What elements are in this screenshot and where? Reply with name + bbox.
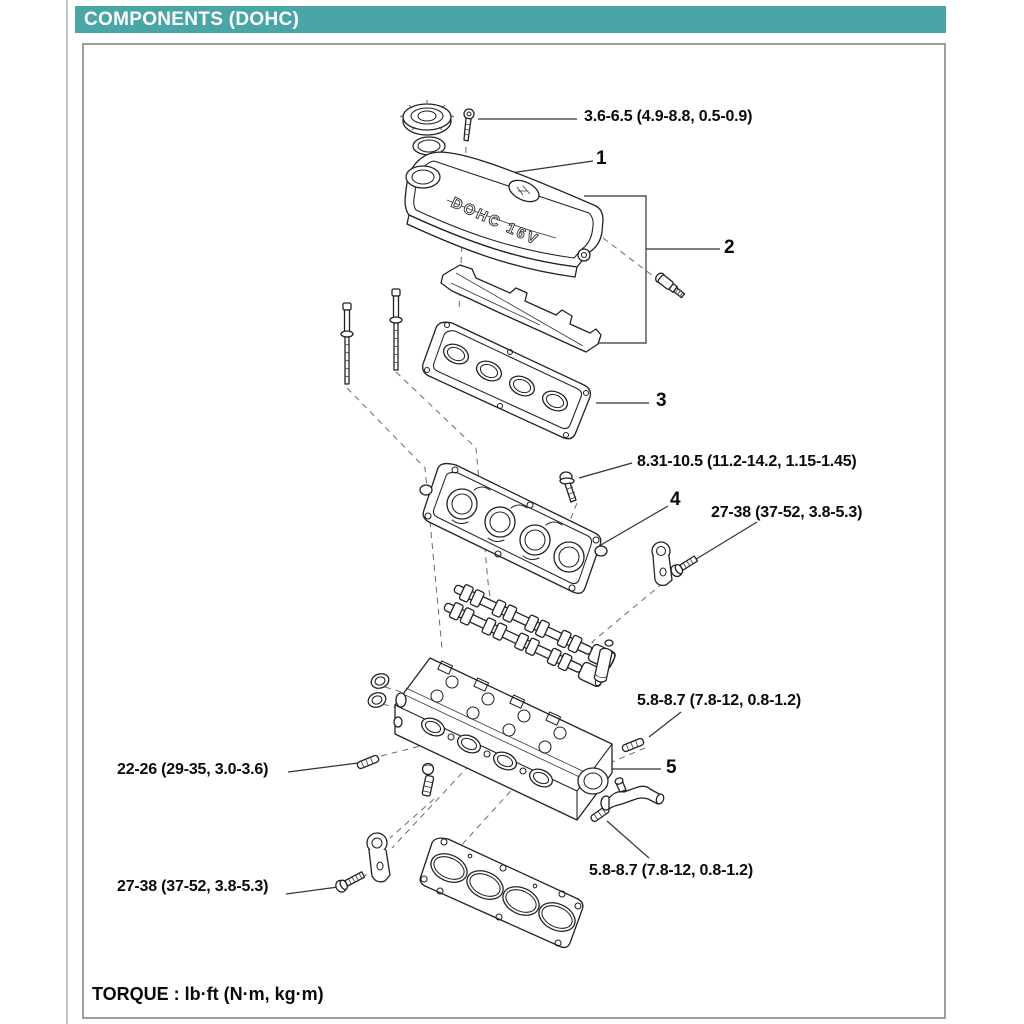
cylinder-head-gasket (419, 837, 584, 949)
cylinder-head-stud-upper (621, 737, 645, 753)
torque-spec-hanger-upper: 27-38 (37-52, 3.8-5.3) (711, 504, 863, 521)
camshaft-carrier (419, 462, 608, 594)
cylinder-head-stud-left (356, 754, 380, 770)
cylinder-head-cover: DOHC 16V (404, 151, 604, 278)
camshaft-end-caps (367, 673, 390, 708)
coolant-pipe (600, 777, 665, 811)
engine-hanger-bolt-lower (335, 871, 366, 893)
part-callout-5: 5 (666, 757, 677, 778)
cover-mounting-stud-left (340, 302, 354, 385)
engine-hanger-lower (366, 832, 391, 883)
oil-cap-seal-ring (412, 136, 446, 156)
head-cover-bolt (463, 108, 475, 142)
torque-spec-stud-lower: 5.8-8.7 (7.8-12, 0.8-1.2) (589, 862, 753, 879)
ball-head-stud (421, 762, 435, 797)
head-cover-baffle-plate (440, 264, 602, 353)
torque-spec-hanger-lower: 27-38 (37-52, 3.8-5.3) (117, 878, 269, 895)
head-cover-gasket (421, 321, 592, 440)
torque-spec-stud-upper: 5.8-8.7 (7.8-12, 0.8-1.2) (637, 692, 801, 709)
engine-hanger-upper (651, 541, 673, 587)
torque-units-note: TORQUE : lb·ft (N·m, kg·m) (92, 984, 324, 1004)
oil-filler-cap (399, 100, 455, 136)
cylinder-head (393, 657, 613, 821)
cover-mounting-stud-right (389, 288, 403, 371)
torque-spec-cover-bolt: 3.6-6.5 (4.9-8.8, 0.5-0.9) (584, 108, 753, 125)
valve-lifter (593, 639, 614, 683)
section-header: COMPONENTS (DOHC) (75, 6, 946, 33)
section-title: COMPONENTS (DOHC) (84, 8, 300, 30)
part-callout-1: 1 (596, 148, 607, 169)
torque-spec-carrier-bolt: 8.31-10.5 (11.2-14.2, 1.15-1.45) (637, 453, 857, 470)
torque-spec-stud-left: 22-26 (29-35, 3.0-3.6) (117, 761, 269, 778)
camshaft-exhaust (443, 602, 606, 688)
engine-hanger-bolt-upper (670, 555, 699, 578)
page-left-rule (66, 0, 68, 1024)
part-callout-4: 4 (670, 489, 681, 510)
part-callout-2: 2 (724, 237, 735, 258)
part-callout-3: 3 (656, 390, 667, 411)
camshaft-carrier-bolt (559, 471, 577, 503)
pcv-valve (655, 272, 686, 299)
